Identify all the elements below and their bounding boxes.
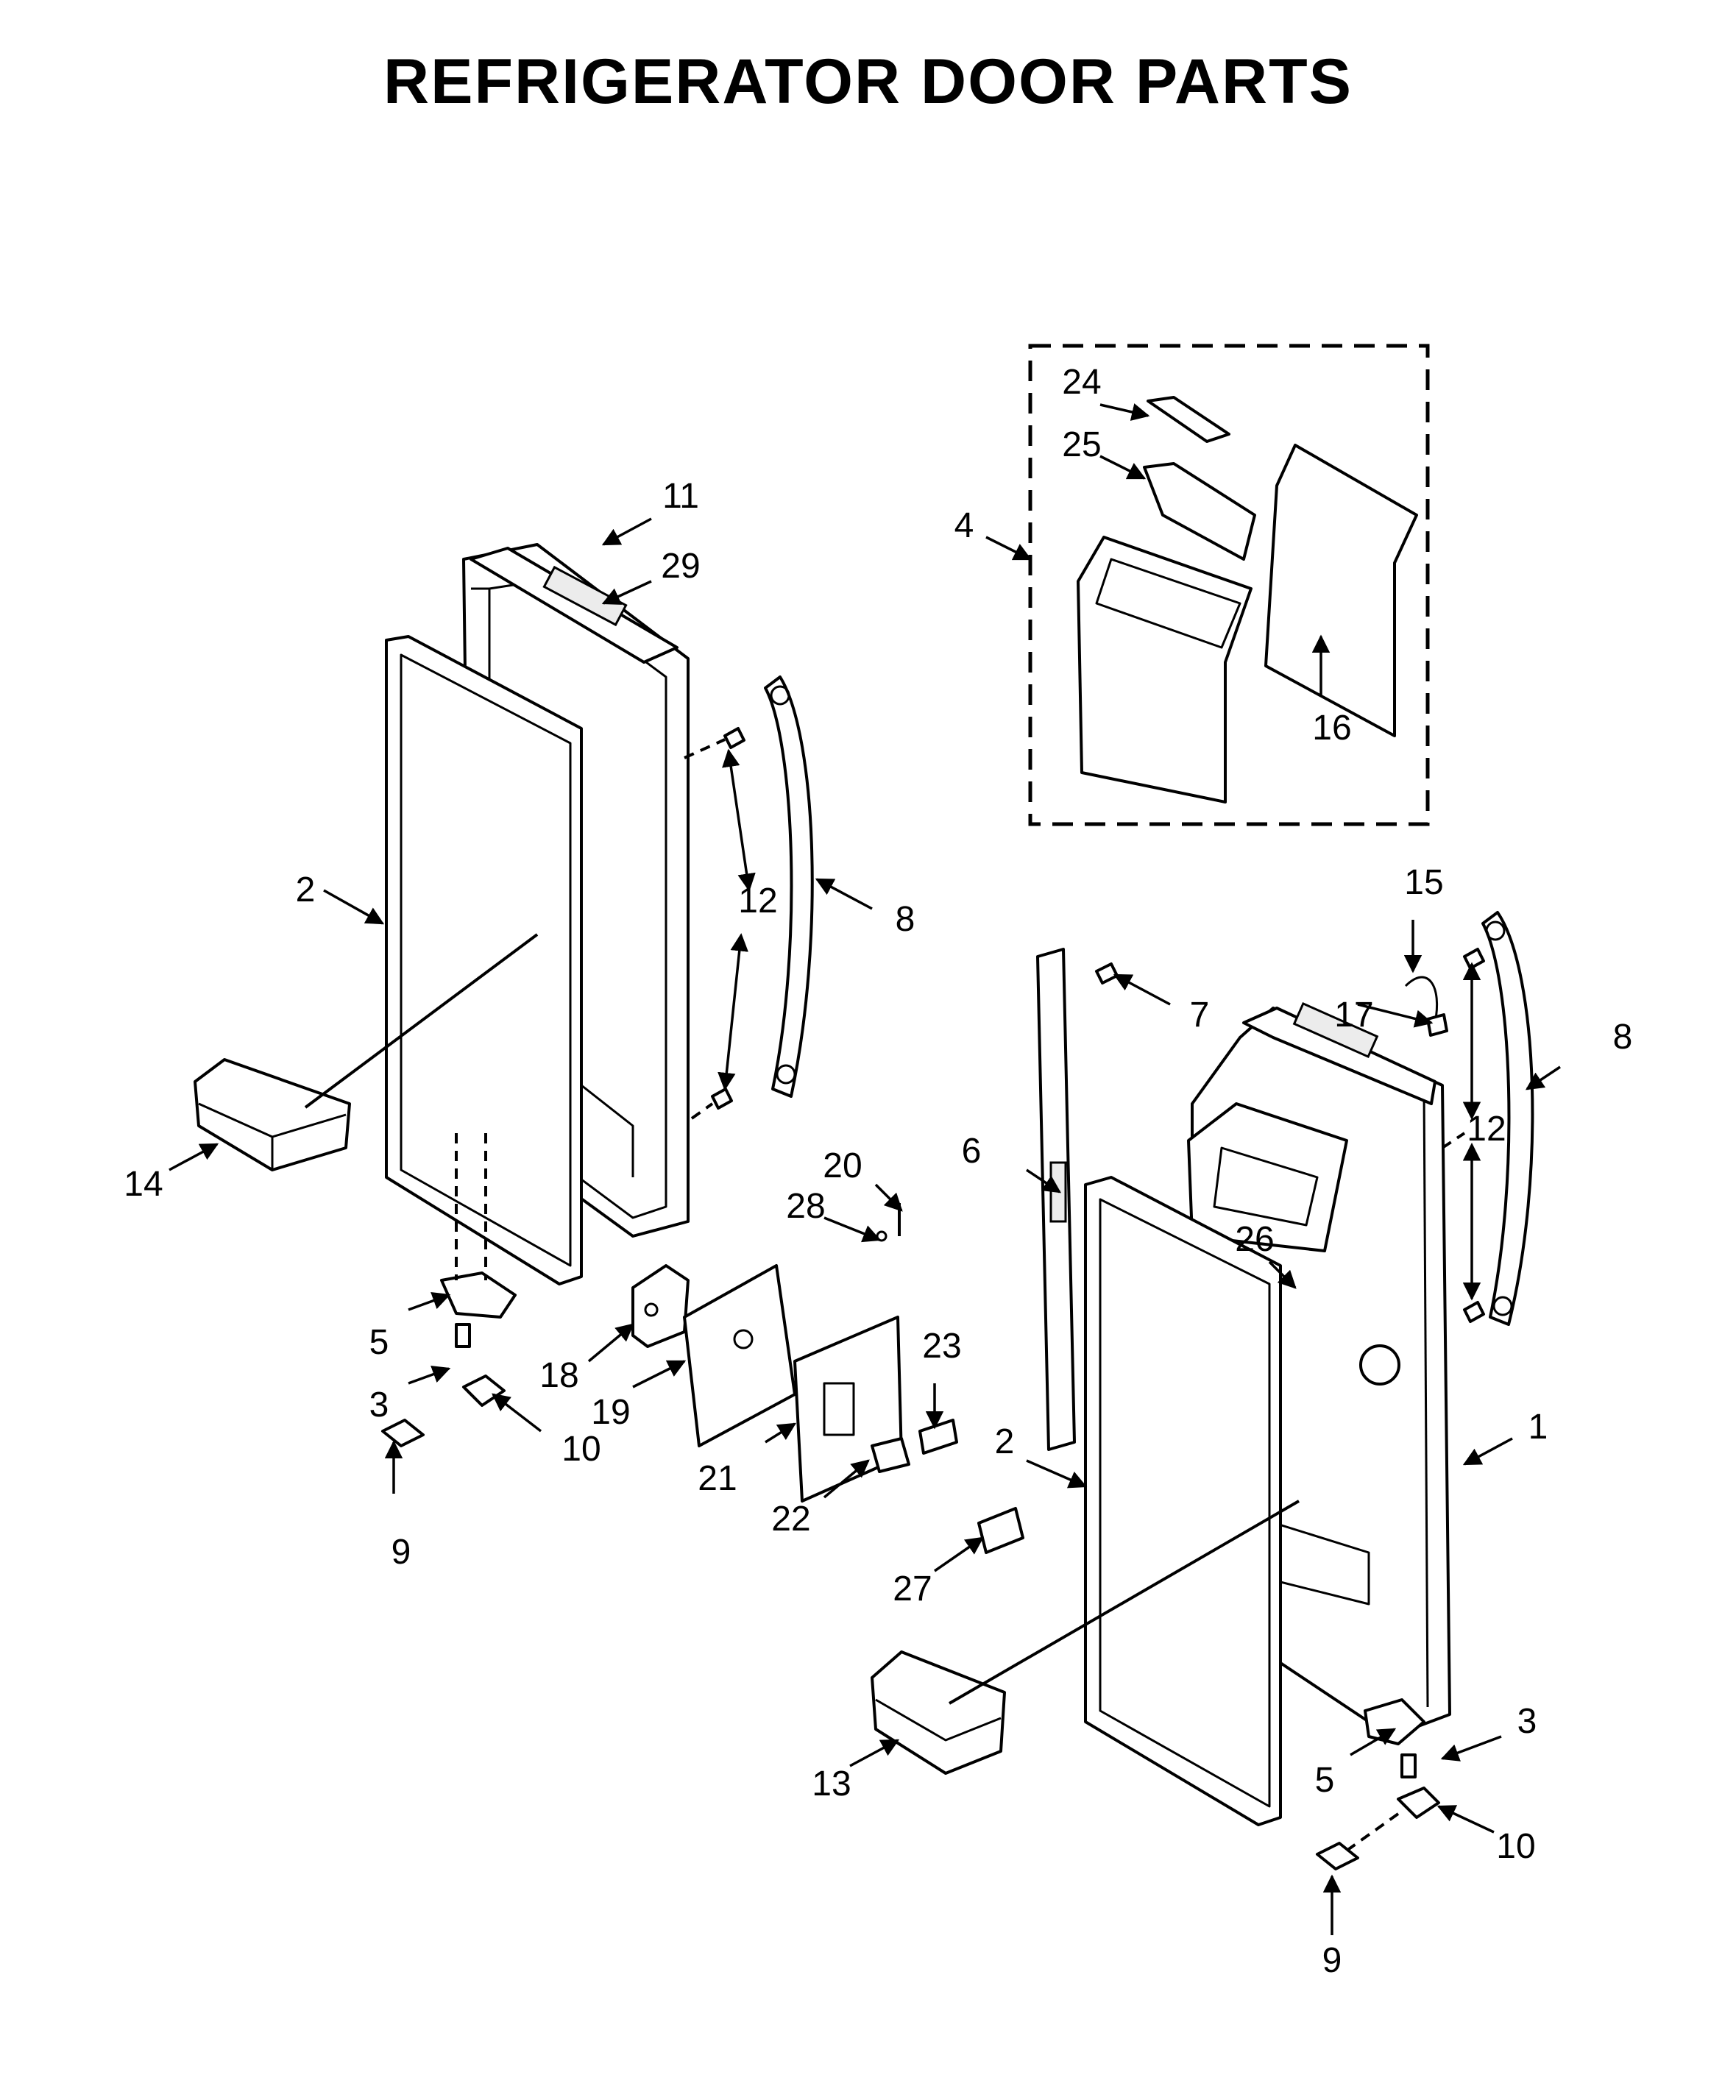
right-door-hinge-screw	[1095, 962, 1119, 985]
right-door-tube-fitting	[1426, 1013, 1448, 1037]
callout-8-left: 8	[896, 900, 915, 939]
callout-15: 15	[1404, 863, 1443, 902]
callout-2-right: 2	[995, 1422, 1015, 1461]
callout-17: 17	[1334, 996, 1373, 1035]
callout-23: 23	[922, 1327, 961, 1366]
callout-21: 21	[698, 1459, 737, 1498]
left-dashed-guides	[455, 738, 726, 1280]
right-bin-leader-line	[948, 1500, 1300, 1705]
callout-11: 11	[662, 477, 699, 516]
callout-2-left: 2	[296, 870, 316, 909]
left-bin-leader-line	[304, 933, 539, 1109]
callout-29: 29	[661, 547, 700, 586]
right-door-top-cap	[1242, 1001, 1436, 1105]
callout-12-left: 12	[738, 881, 777, 920]
left-door-bin	[194, 1058, 351, 1171]
callout-28: 28	[786, 1187, 825, 1226]
ice-bucket-door-seal	[1143, 462, 1256, 561]
ice-bucket-kit-box	[1028, 344, 1430, 826]
callout-3-left: 3	[369, 1386, 389, 1425]
callout-10-left: 10	[561, 1430, 600, 1469]
callout-8-right: 8	[1613, 1018, 1633, 1057]
callout-10-right: 10	[1496, 1827, 1535, 1866]
callout-13: 13	[812, 1764, 851, 1803]
callout-24: 24	[1062, 363, 1101, 402]
right-door-gasket	[1084, 1176, 1282, 1826]
right-door-dispenser-housing	[1187, 1102, 1348, 1252]
left-door-handle	[764, 675, 814, 1098]
ice-bucket-cover-gasket	[1147, 396, 1230, 443]
callout-1: 1	[1528, 1408, 1548, 1447]
ice-maker-housing	[793, 1316, 903, 1503]
left-handle-mount-screws	[711, 727, 745, 1110]
callout-numbers: 11 29 2 12 8 14 5 3 10 9 20 28 18 19 21 …	[124, 363, 1632, 1980]
right-door-bin	[871, 1650, 1006, 1775]
ice-maker-pin	[876, 1203, 901, 1242]
right-door-water-tube	[1404, 976, 1439, 1024]
callout-16: 16	[1312, 709, 1351, 748]
callout-22: 22	[771, 1500, 810, 1539]
callout-6: 6	[962, 1132, 982, 1171]
diagram-title: REFRIGERATOR DOOR PARTS	[383, 46, 1353, 117]
callout-25: 25	[1062, 425, 1101, 464]
callout-14: 14	[124, 1165, 163, 1204]
callout-4: 4	[954, 506, 974, 545]
dispenser-clip	[977, 1507, 1024, 1554]
callout-18: 18	[539, 1356, 578, 1395]
ice-maker-cover	[683, 1264, 796, 1447]
callout-9-left: 9	[392, 1533, 411, 1572]
right-door-hinge-bar	[1036, 948, 1076, 1451]
left-door-hinge-parts	[381, 1271, 517, 1447]
ice-maker-bracket	[631, 1264, 690, 1348]
callout-20: 20	[823, 1146, 862, 1185]
callout-26: 26	[1235, 1220, 1274, 1259]
callout-3-right: 3	[1517, 1702, 1537, 1741]
left-door-top-cap	[470, 547, 679, 664]
callout-leaders	[169, 403, 1561, 1935]
callout-27: 27	[893, 1569, 932, 1608]
left-door-gasket	[385, 635, 583, 1285]
right-door-hinge-parts	[1316, 1698, 1440, 1870]
right-door-water-port	[1359, 1344, 1400, 1386]
callout-12-right: 12	[1467, 1110, 1506, 1149]
ice-bucket-liner-panel	[1264, 444, 1418, 737]
callout-9-right: 9	[1322, 1941, 1342, 1980]
right-door-handle	[1481, 911, 1534, 1326]
callout-19: 19	[591, 1393, 630, 1432]
callout-5-left: 5	[369, 1323, 389, 1362]
callout-5-right: 5	[1315, 1761, 1335, 1800]
ice-bucket-door	[1077, 536, 1253, 804]
callout-7: 7	[1190, 996, 1210, 1035]
right-dashed-guides	[1345, 1132, 1466, 1852]
